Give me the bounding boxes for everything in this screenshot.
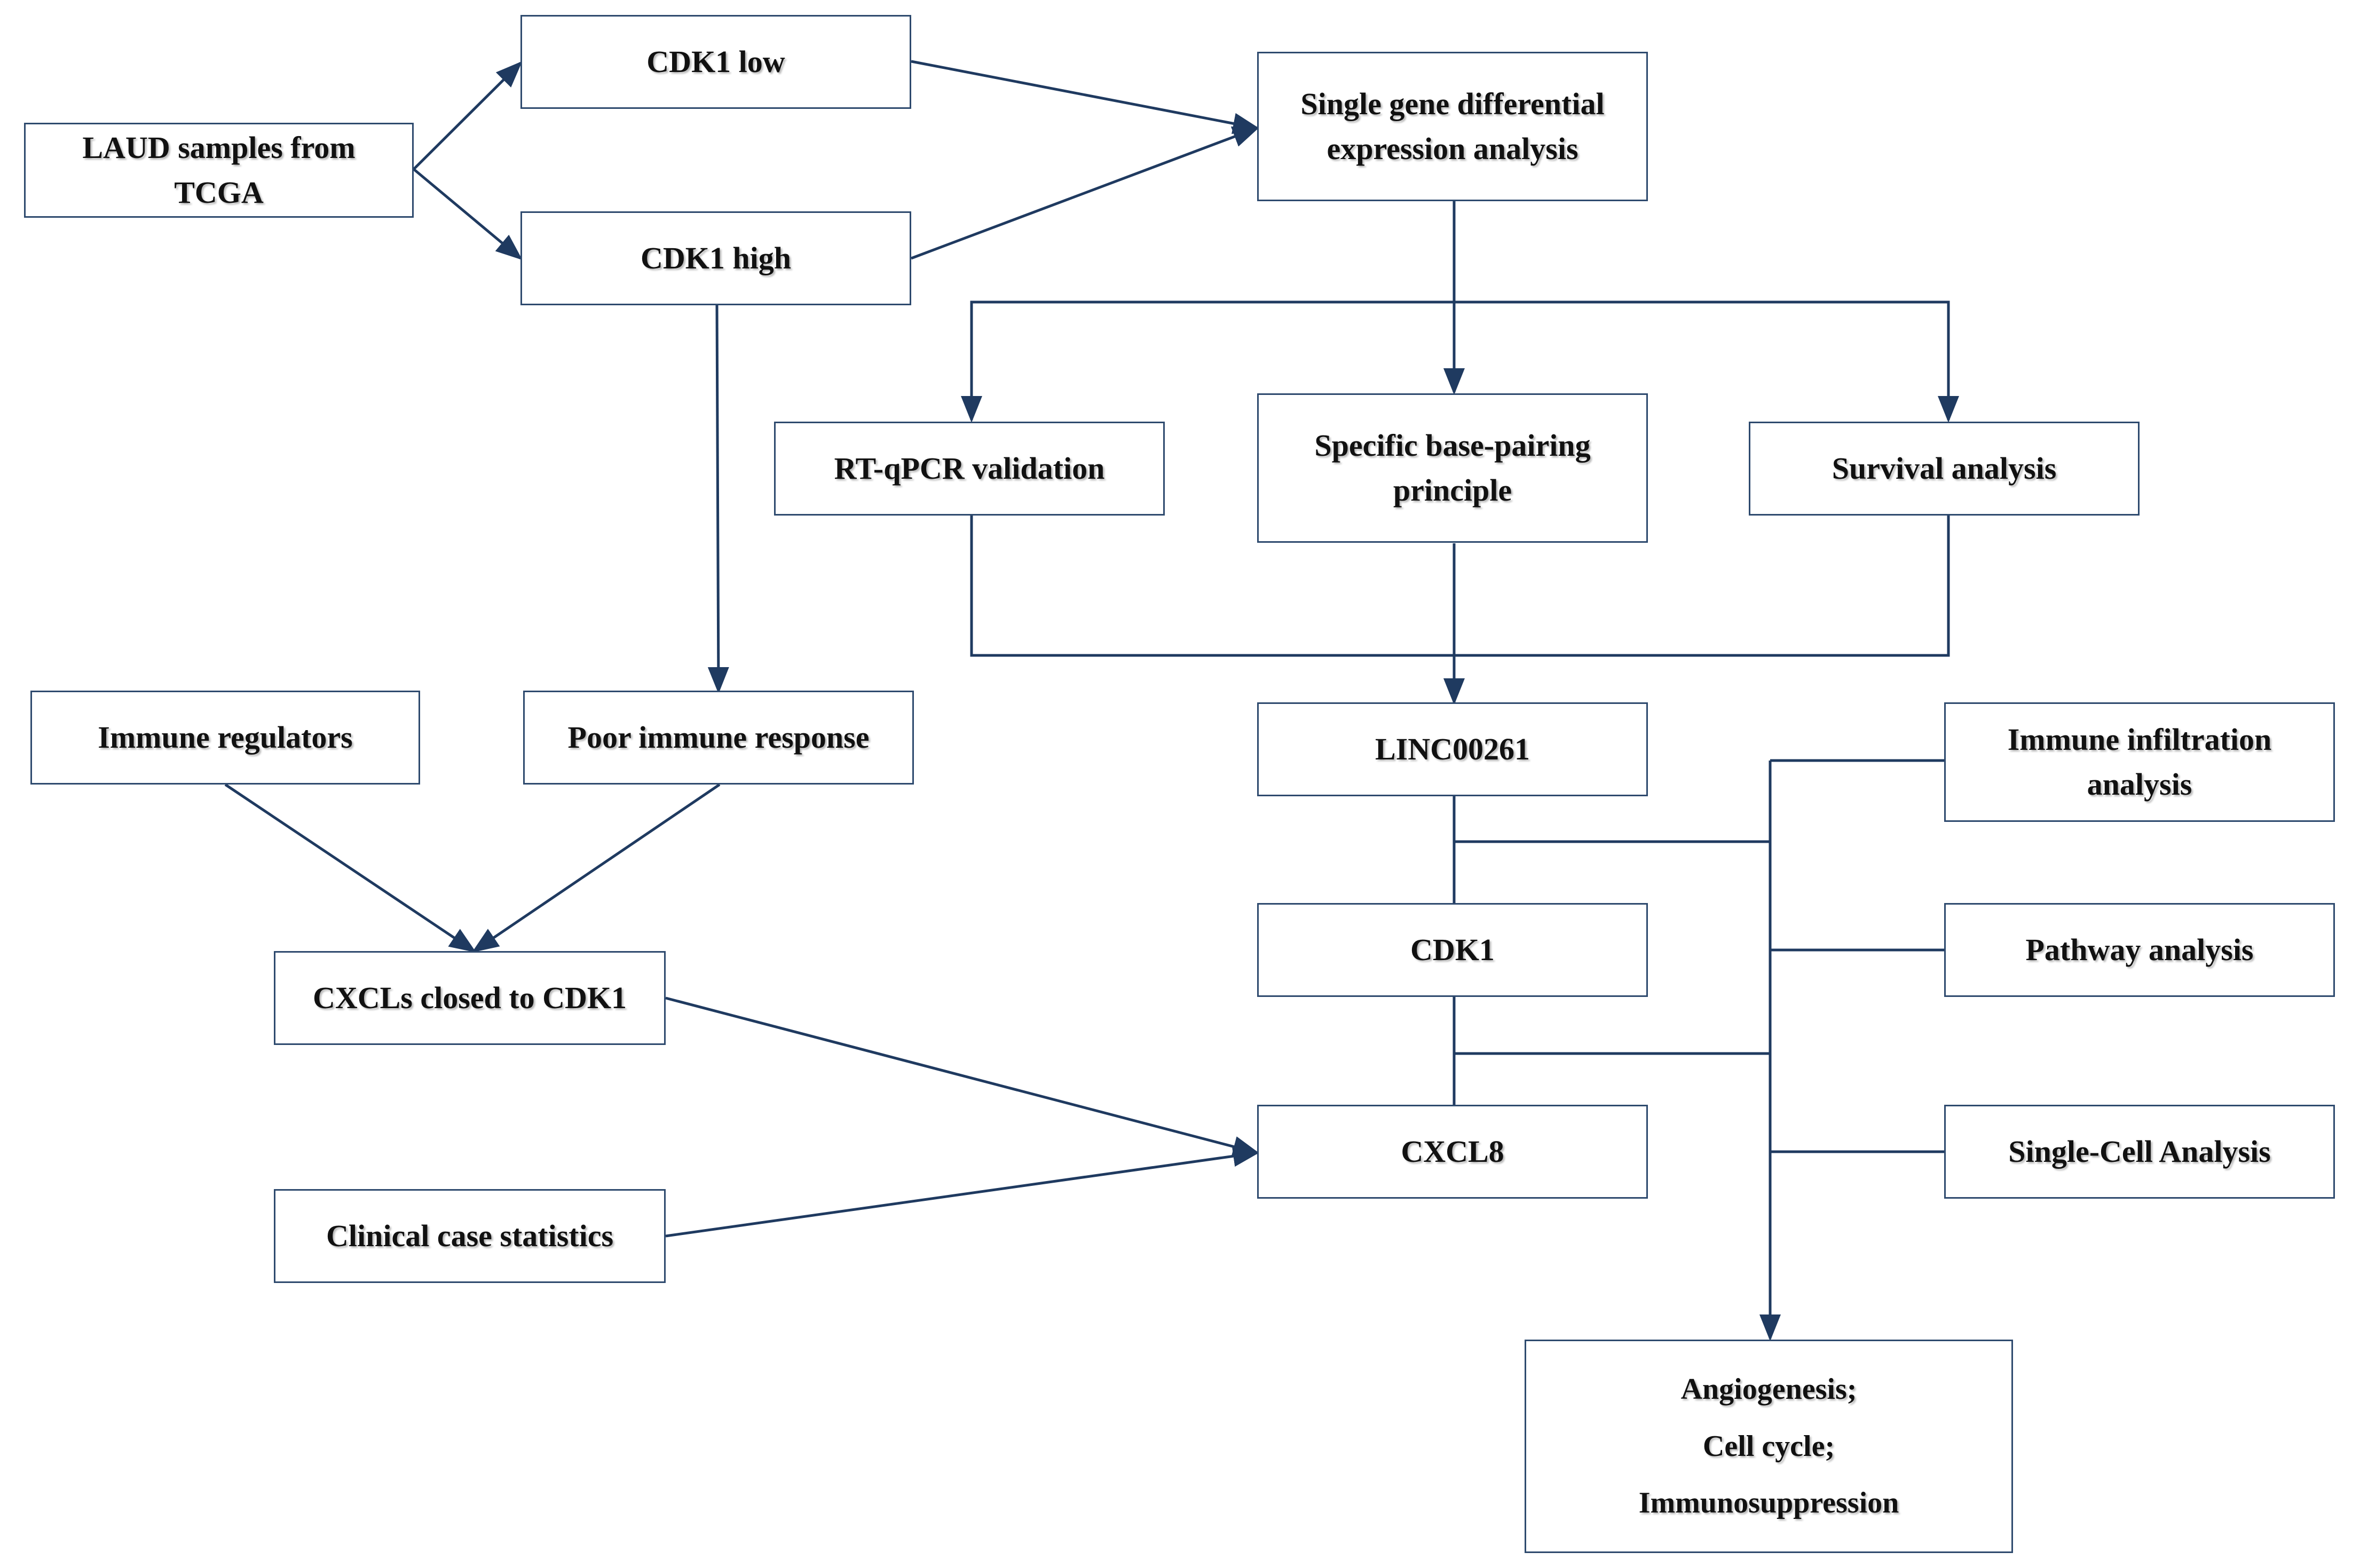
arrow-poor-immune-to-cxcls <box>471 783 721 953</box>
node-base-pairing-line-1: Specific base-pairing <box>1314 427 1591 463</box>
node-cdk1-low-label: CDK1 low <box>646 44 785 79</box>
node-single-cell-label: Single-Cell Analysis <box>2008 1134 2271 1169</box>
node-cdk1-high: CDK1 high <box>520 211 911 305</box>
arrow-cdk1-high-to-single-gene <box>911 126 1260 260</box>
node-cxcls-closed-to-cdk1: CXCLs closed to CDK1 <box>274 951 666 1045</box>
node-cdk1-label: CDK1 <box>1410 932 1495 967</box>
arrow-clinical-to-cxcl8 <box>665 1145 1260 1238</box>
node-cdk1-high-label: CDK1 high <box>640 240 791 275</box>
node-laud-samples-line-2: TCGA <box>174 175 264 210</box>
node-survival-label: Survival analysis <box>1832 450 2057 486</box>
node-pathway-analysis: Pathway analysis <box>1944 903 2335 997</box>
node-laud-samples-line-1: LAUD samples from <box>82 130 356 165</box>
node-linc-label: LINC00261 <box>1375 731 1530 766</box>
node-cxcls-label: CXCLs closed to CDK1 <box>312 980 627 1015</box>
node-cdk1: CDK1 <box>1257 903 1648 997</box>
node-immune-infiltration-line-2: analysis <box>2087 767 2192 802</box>
node-immune-infiltration: Immune infiltration analysis <box>1944 702 2335 822</box>
node-outcomes-line-1: Angiogenesis; <box>1680 1373 1857 1406</box>
node-base-pairing-line-2: principle <box>1393 473 1512 508</box>
node-immune-regulators: Immune regulators <box>30 691 420 785</box>
node-linc00261: LINC00261 <box>1257 702 1648 796</box>
node-single-gene-analysis: Single gene differential expression anal… <box>1257 52 1648 201</box>
node-outcomes-line-3: Immunosuppression <box>1638 1486 1899 1520</box>
node-outcomes: Angiogenesis; Cell cycle; Immunosuppress… <box>1525 1340 2013 1553</box>
node-clinical-case-statistics: Clinical case statistics <box>274 1189 666 1283</box>
node-survival-analysis: Survival analysis <box>1749 422 2140 516</box>
node-cxcl8-label: CXCL8 <box>1401 1134 1504 1169</box>
node-laud-samples: LAUD samples from TCGA <box>24 123 414 218</box>
node-cxcl8: CXCL8 <box>1257 1105 1648 1199</box>
node-outcomes-line-2: Cell cycle; <box>1702 1429 1835 1463</box>
arrow-cdk1-low-to-single-gene <box>911 60 1260 134</box>
arrow-cdk1-high-to-poor-immune <box>707 305 729 694</box>
node-poor-immune-response: Poor immune response <box>523 691 914 785</box>
node-immune-infiltration-line-1: Immune infiltration <box>2007 722 2272 757</box>
node-rtqpcr-label: RT-qPCR validation <box>834 450 1105 486</box>
arrow-cxcls-to-cxcl8 <box>665 996 1260 1157</box>
node-base-pairing: Specific base-pairing principle <box>1257 393 1648 543</box>
node-single-cell-analysis: Single-Cell Analysis <box>1944 1105 2335 1199</box>
arrow-laud-to-cdk1-low <box>413 61 523 170</box>
arrow-laud-to-cdk1-high <box>413 168 523 260</box>
node-immune-regulators-label: Immune regulators <box>98 719 353 755</box>
node-single-gene-line-2: expression analysis <box>1327 131 1578 166</box>
node-single-gene-line-1: Single gene differential <box>1300 86 1605 121</box>
node-cdk1-low: CDK1 low <box>520 15 911 109</box>
connector-merge-bar <box>970 516 1950 657</box>
arrow-immune-regulators-to-cxcls <box>224 783 477 953</box>
node-rtqpcr-validation: RT-qPCR validation <box>774 422 1165 516</box>
node-clinical-label: Clinical case statistics <box>326 1218 614 1253</box>
node-poor-immune-label: Poor immune response <box>567 719 870 755</box>
node-pathway-label: Pathway analysis <box>2025 932 2254 967</box>
